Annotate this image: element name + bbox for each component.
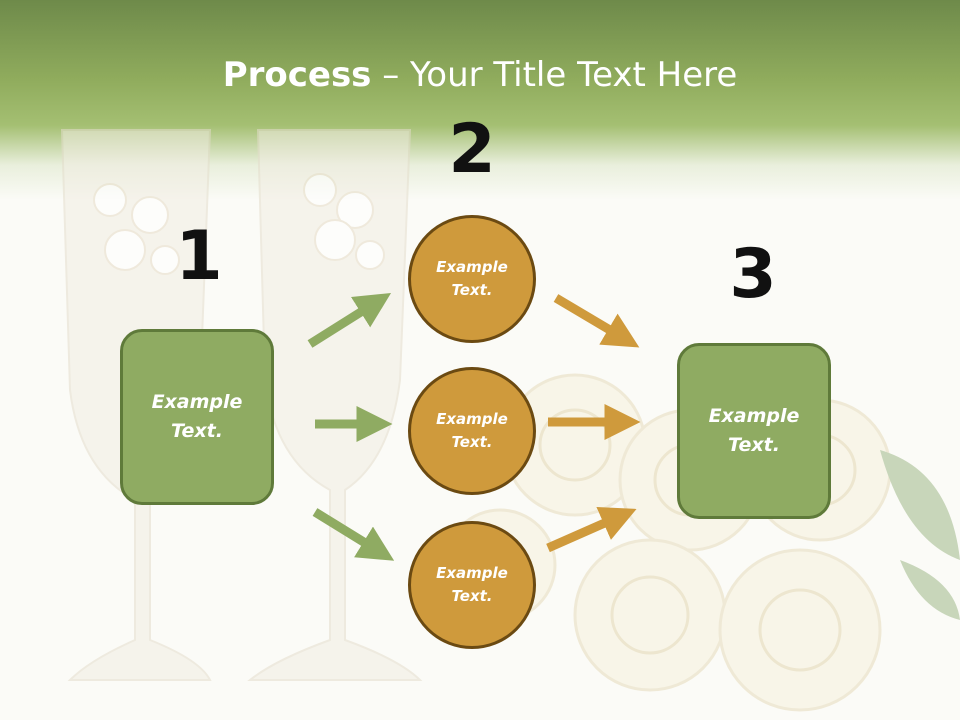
step-1-box: Example Text. [120, 329, 274, 505]
arrow-bottom-to-step3 [546, 506, 637, 553]
step-2-circle-middle: Example Text. [408, 367, 536, 495]
step-2-circle-middle-text: Example Text. [436, 410, 508, 451]
arrow-top-to-step3 [553, 294, 640, 348]
title-rest: – Your Title Text Here [371, 55, 738, 95]
slide-title: Process – Your Title Text Here [0, 52, 960, 98]
title-bold: Process [222, 55, 372, 95]
step-3-text: Example Text. [708, 405, 800, 456]
arrow-step1-to-bottom [312, 508, 395, 561]
step-2-circle-bottom: Example Text. [408, 521, 536, 649]
step-2-number: 2 [448, 110, 496, 189]
step-2-circle-top-text: Example Text. [436, 258, 508, 299]
arrow-step1-to-top [307, 293, 392, 348]
step-3-box: Example Text. [677, 343, 831, 519]
step-1-number: 1 [175, 217, 223, 296]
step-3-number: 3 [729, 235, 777, 314]
step-2-circle-bottom-text: Example Text. [436, 564, 508, 605]
step-2-circle-top: Example Text. [408, 215, 536, 343]
step-1-text: Example Text. [151, 391, 243, 442]
